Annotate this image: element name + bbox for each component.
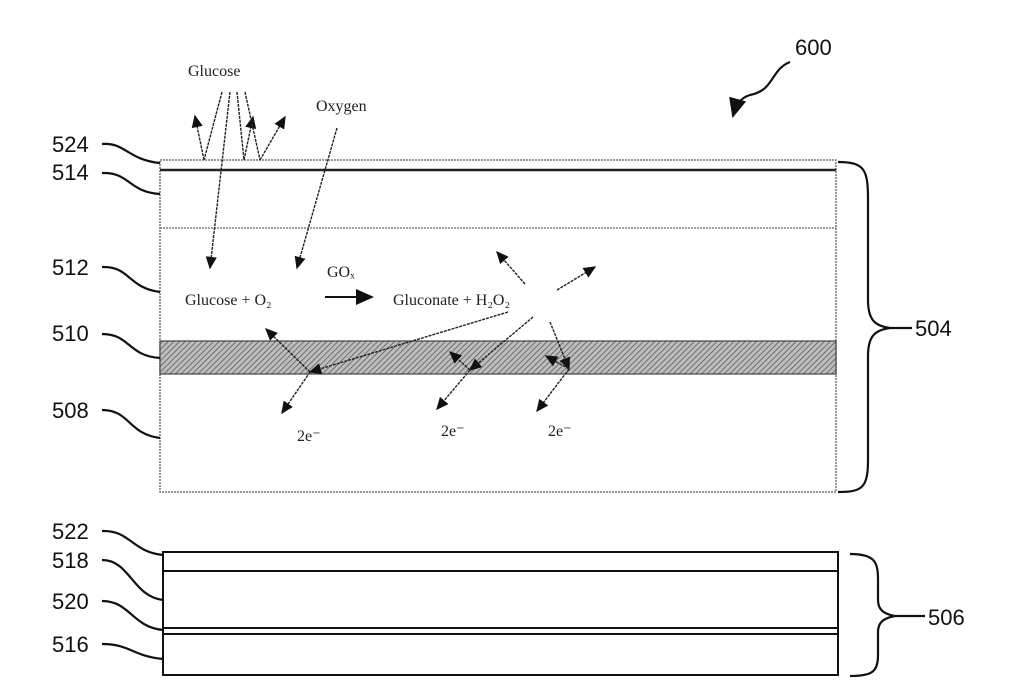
h2o2-arrow: [549, 321, 570, 371]
leader-518: [101, 558, 164, 602]
bracket-504: [837, 160, 891, 494]
reactants-text: Glucose + O₂: [185, 292, 272, 309]
reaction-annotations: Glucose Oxygen Glucose + O₂ GOₓ Gluconat…: [185, 63, 597, 445]
label-512: 512: [52, 255, 89, 280]
o2-return-arrow: [448, 351, 471, 371]
glucose-line: [244, 91, 261, 161]
h2o2-arrow: [308, 311, 509, 375]
label-522: 522: [52, 519, 89, 544]
figure-pointer-arrow: [729, 60, 791, 119]
label-518: 518: [52, 548, 89, 573]
electrons-label-2: 2e⁻: [441, 423, 465, 440]
glucose-line: [236, 91, 245, 161]
h2o2-arrow: [468, 316, 534, 371]
glucose-diffuse-arrow: [205, 91, 231, 270]
glucose-reflect-arrow: [259, 115, 286, 161]
h2o2-arrow: [496, 250, 526, 285]
o2-return-arrow: [264, 328, 311, 373]
lower-stack-outline: [162, 551, 839, 676]
lower-stack-506: [162, 551, 839, 676]
leader-512: [101, 265, 161, 294]
leader-522: [101, 529, 164, 557]
o2-return-arrow: [544, 355, 570, 370]
reference-labels: 524 514 512 510 508 522 518 520 516: [52, 132, 164, 661]
label-510: 510: [52, 321, 89, 346]
h2o2-arrow: [556, 266, 597, 291]
oxygen-label: Oxygen: [316, 98, 367, 115]
leader-520: [101, 599, 164, 632]
electrons-label-1: 2e⁻: [297, 428, 321, 445]
glucose-line: [203, 91, 223, 161]
leader-508: [101, 408, 161, 440]
label-516: 516: [52, 632, 89, 657]
label-524: 524: [52, 132, 89, 157]
bracket-506: [849, 552, 896, 678]
electron-arrow: [536, 368, 570, 413]
glucose-label: Glucose: [188, 63, 240, 80]
label-520: 520: [52, 589, 89, 614]
figure-number: 600: [795, 35, 832, 60]
upper-stack-outline: [159, 159, 837, 493]
label-504: 504: [915, 316, 952, 341]
oxygen-diffuse-arrow: [294, 127, 338, 270]
leader-516: [101, 642, 164, 661]
leader-514: [101, 171, 161, 196]
leader-524: [101, 142, 161, 165]
electron-arrow: [436, 369, 471, 411]
upper-stack-504: [159, 159, 837, 493]
label-508: 508: [52, 398, 89, 423]
label-514: 514: [52, 160, 89, 185]
leader-510: [101, 332, 161, 360]
label-506: 506: [928, 605, 965, 630]
electron-arrow: [281, 371, 311, 415]
enzyme-label: GOₓ: [327, 264, 355, 281]
glucose-reflect-arrow: [191, 114, 205, 161]
electrons-label-3: 2e⁻: [548, 423, 572, 440]
layer-510-hatched: [159, 340, 837, 375]
products-text: Gluconate + H₂O₂: [393, 292, 510, 309]
